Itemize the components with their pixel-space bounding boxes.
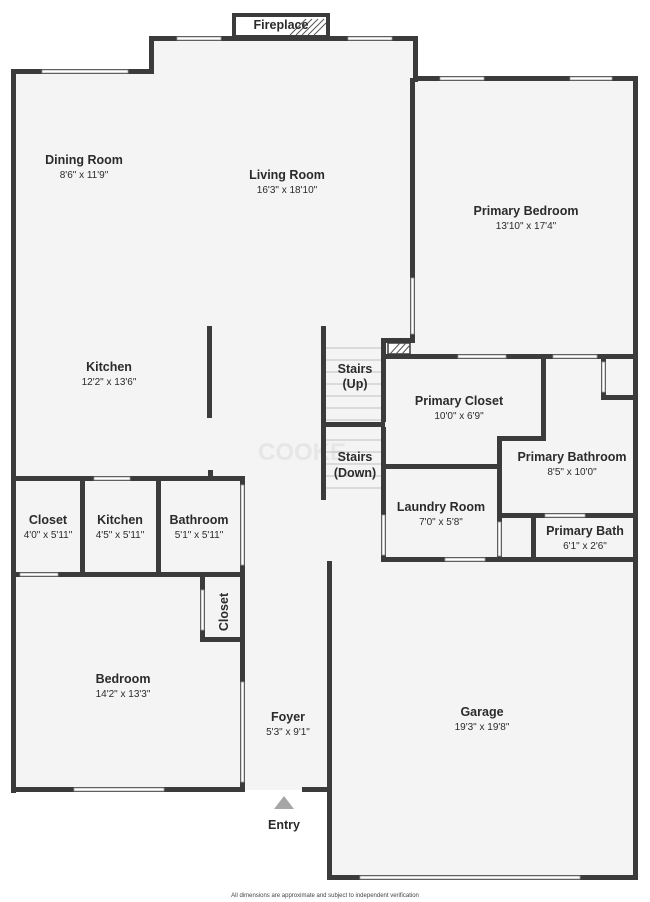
primary-closet-name: Primary Closet	[415, 394, 504, 408]
bathroom-name: Bathroom	[169, 513, 228, 527]
garage-name: Garage	[460, 705, 503, 719]
stairs-down-line1: Stairs	[338, 450, 373, 464]
entry-arrow-icon	[274, 796, 294, 809]
disclaimer: All dimensions are approximate and subje…	[231, 893, 419, 899]
kitchen-small-dims: 4'5" x 5'11"	[96, 530, 145, 541]
primary-closet-dims: 10'0" x 6'9"	[434, 411, 484, 422]
bedroom-name: Bedroom	[96, 672, 151, 686]
closet-small-name: Closet	[217, 592, 231, 631]
windows	[19, 36, 613, 880]
kitchen-small-name: Kitchen	[97, 513, 143, 527]
bathroom-dims: 5'1" x 5'11"	[175, 530, 224, 541]
stairs-down-line2: (Down)	[334, 466, 376, 480]
stairs-treads	[326, 347, 381, 489]
laundry-room-name: Laundry Room	[397, 500, 485, 514]
primary-bathroom-dims: 8'5" x 10'0"	[547, 467, 597, 478]
living-room-name: Living Room	[249, 168, 325, 182]
garage-dims: 19'3" x 19'8"	[455, 722, 510, 733]
fireplace-hatch	[289, 18, 327, 36]
primary-bath-name: Primary Bath	[546, 524, 624, 538]
hatched-box	[387, 342, 411, 355]
stairs-up-line1: Stairs	[338, 362, 373, 376]
primary-bedroom-dims: 13'10" x 17'4"	[496, 221, 557, 232]
closet-left-name: Closet	[29, 513, 68, 527]
primary-bathroom-name: Primary Bathroom	[517, 450, 626, 464]
dining-room-name: Dining Room	[45, 153, 123, 167]
kitchen-main-name: Kitchen	[86, 360, 132, 374]
stairs-up-line2: (Up)	[343, 377, 368, 391]
foyer-dims: 5'3" x 9'1"	[266, 727, 310, 738]
dining-room-dims: 8'6" x 11'9"	[60, 170, 109, 181]
foyer-name: Foyer	[271, 710, 305, 724]
laundry-room-dims: 7'0" x 5'8"	[419, 517, 463, 528]
closet-left-dims: 4'0" x 5'11"	[24, 530, 73, 541]
kitchen-main-dims: 12'2" x 13'6"	[82, 377, 137, 388]
entry-label: Entry	[268, 818, 300, 832]
primary-bath-dims: 6'1" x 2'6"	[563, 541, 607, 552]
bedroom-dims: 14'2" x 13'3"	[96, 689, 151, 700]
living-room-dims: 16'3" x 18'10"	[257, 185, 318, 196]
primary-bedroom-name: Primary Bedroom	[474, 204, 579, 218]
fireplace-label: Fireplace	[254, 18, 309, 32]
